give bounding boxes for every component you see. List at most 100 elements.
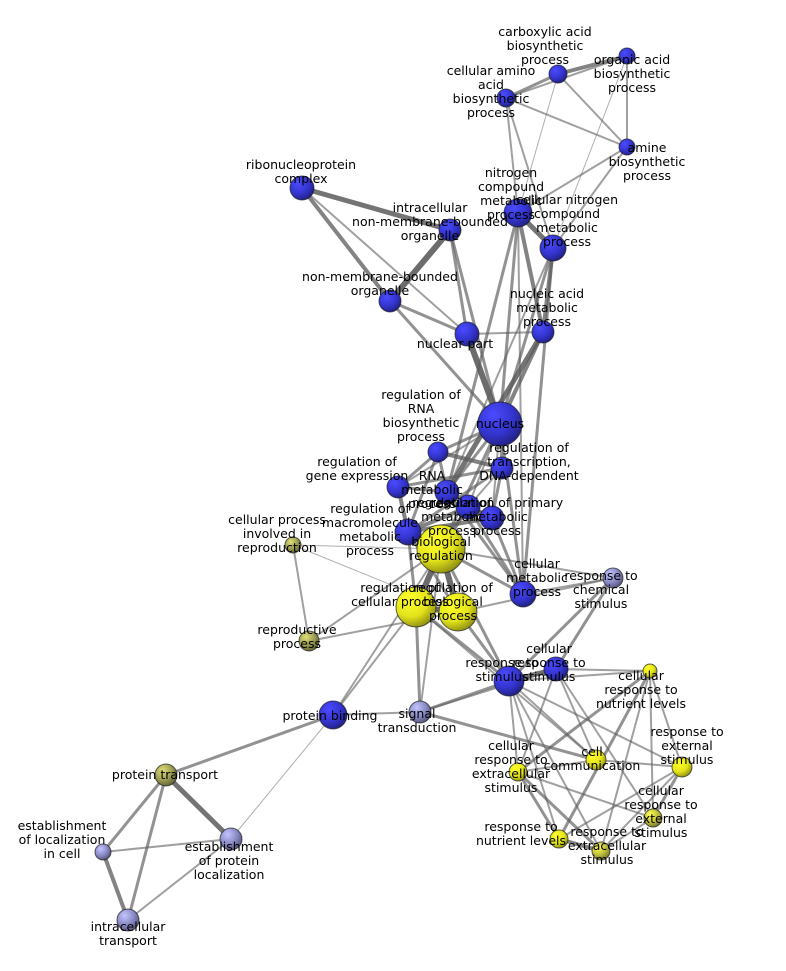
graph-node-label: regulation of: [412, 495, 492, 510]
graph-node-label: metabolic: [466, 509, 528, 524]
graph-node-carboxylic[interactable]: [548, 64, 568, 84]
graph-node-label: biosynthetic: [594, 66, 671, 81]
graph-node-label: response to: [564, 568, 637, 583]
graph-node-regrna[interactable]: [427, 441, 449, 463]
graph-edge: [517, 146, 628, 214]
graph-edge: [466, 331, 544, 335]
graph-node-label: involved in: [243, 526, 311, 541]
graph-edge: [558, 766, 683, 840]
graph-node-prottransport[interactable]: [154, 763, 178, 787]
graph-node-organic[interactable]: [618, 47, 636, 65]
graph-edge: [101, 850, 130, 922]
graph-node-intraorg[interactable]: [438, 218, 462, 242]
graph-edge: [418, 710, 598, 762]
graph-node-bioreg[interactable]: [416, 524, 466, 574]
graph-edge: [448, 228, 469, 336]
graph-node-regmacro[interactable]: [394, 518, 422, 546]
graph-node-respnutrient[interactable]: [549, 829, 569, 849]
graph-node-label: response to: [474, 752, 547, 767]
graph-node-label: ribonucleoprotein: [246, 157, 356, 172]
graph-node-label: regulation of primary: [431, 495, 564, 510]
graph-node-label: stimulus: [661, 752, 714, 767]
graph-node-amine[interactable]: [618, 138, 636, 156]
graph-node-cellrespextracell[interactable]: [508, 762, 528, 782]
graph-node-regbioproc[interactable]: [438, 592, 478, 632]
graph-edge: [406, 450, 440, 534]
graph-edge: [164, 713, 335, 777]
graph-node-label: cellular amino: [447, 63, 536, 78]
graph-node-label: process: [513, 584, 561, 599]
graph-node-label: response to: [650, 724, 723, 739]
graph-node-cellmet[interactable]: [509, 580, 537, 608]
graph-edge: [516, 770, 561, 841]
graph-node-nmborg[interactable]: [378, 289, 402, 313]
graph-node-label: biosynthetic: [453, 91, 530, 106]
graph-node-label: in cell: [44, 846, 81, 861]
graph-node-cellcomm[interactable]: [585, 749, 607, 771]
graph-edge: [292, 544, 310, 642]
graph-edge: [440, 548, 614, 579]
graph-node-label: nucleus: [476, 416, 524, 431]
graph-edge: [396, 466, 504, 489]
graph-edge: [557, 73, 628, 148]
graph-node-nitrogen[interactable]: [503, 198, 533, 228]
graph-node-label: signal: [399, 706, 436, 721]
graph-node-label: regulation of: [413, 580, 493, 595]
graph-node-sigtrans[interactable]: [408, 700, 432, 724]
graph-edge: [600, 670, 651, 852]
graph-node-regtrans[interactable]: [490, 456, 514, 480]
graph-node-cellnitrogen[interactable]: [539, 234, 567, 262]
graph-node-cellprocrepro[interactable]: [284, 536, 302, 554]
graph-node-cellamino[interactable]: [496, 88, 516, 108]
graph-node-estloccell[interactable]: [94, 843, 112, 861]
graph-node-regprimary[interactable]: [479, 505, 505, 531]
graph-node-label: amine: [628, 140, 667, 155]
graph-node-regcellproc[interactable]: [395, 586, 437, 628]
graph-node-cellrespnutrient[interactable]: [642, 663, 658, 679]
graph-edge: [332, 606, 417, 716]
graph-edge: [516, 669, 652, 774]
graph-node-label: stimulus: [581, 852, 634, 867]
graph-node-label: response to: [512, 655, 585, 670]
graph-edge: [507, 576, 615, 683]
graph-node-regmet[interactable]: [455, 494, 481, 520]
graph-node-estprotloc[interactable]: [219, 827, 243, 851]
graph-edge: [517, 212, 524, 595]
graph-edge: [230, 714, 334, 840]
graph-edge: [498, 211, 520, 426]
graph-node-rnp[interactable]: [289, 175, 315, 201]
graph-node-label: process: [608, 80, 656, 95]
graph-node-label: chemical: [573, 582, 629, 597]
graph-node-reggene[interactable]: [386, 475, 410, 499]
graph-node-rnamet[interactable]: [434, 479, 460, 505]
graph-node-reproc[interactable]: [298, 630, 320, 652]
graph-node-nucacid[interactable]: [531, 320, 555, 344]
graph-edge: [102, 838, 232, 853]
graph-node-label: regulation of: [330, 501, 410, 516]
graph-edge: [505, 97, 554, 249]
graph-node-respexternal[interactable]: [671, 756, 693, 778]
graph-node-label: establishment: [185, 839, 274, 854]
graph-node-respstim[interactable]: [493, 665, 525, 697]
graph-node-respextracell[interactable]: [591, 841, 611, 861]
graph-node-label: intracellular: [393, 200, 469, 215]
graph-node-label: stimulus: [575, 596, 628, 611]
graph-node-label: external: [635, 811, 686, 826]
graph-node-nucleus[interactable]: [477, 401, 523, 447]
graph-node-intratransport[interactable]: [116, 908, 140, 932]
graph-node-label: cellular: [526, 641, 573, 656]
graph-node-label: stimulus: [485, 780, 538, 795]
graph-node-cellrespexternal[interactable]: [643, 808, 663, 828]
graph-node-label: RNA: [408, 401, 435, 416]
graph-node-label: establishment: [18, 818, 107, 833]
graph-node-label: cellular process: [351, 594, 449, 609]
graph-node-label: reproduction: [237, 540, 317, 555]
graph-node-respchem[interactable]: [602, 567, 624, 589]
graph-node-protbind[interactable]: [318, 700, 348, 730]
graph-edge: [505, 97, 628, 148]
graph-node-nucpart[interactable]: [454, 321, 480, 347]
graph-node-label: organic acid: [594, 52, 670, 67]
graph-node-cellrespstim[interactable]: [543, 656, 569, 682]
